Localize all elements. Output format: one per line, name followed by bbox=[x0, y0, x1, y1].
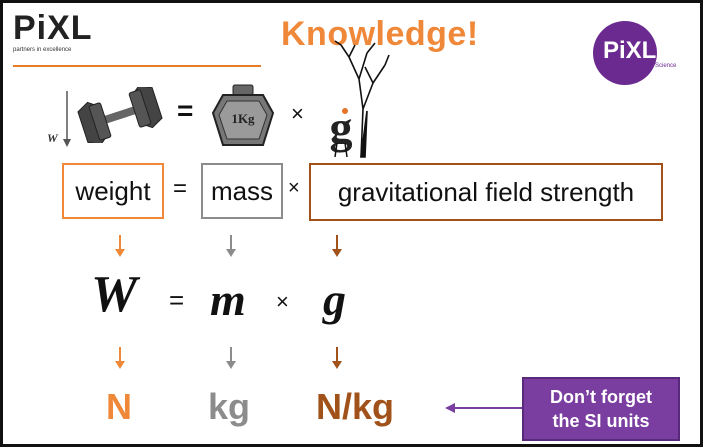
down-arrow-icon bbox=[226, 347, 236, 369]
word-times: × bbox=[288, 177, 300, 199]
callout-line-2: the SI units bbox=[552, 411, 650, 431]
picture-equals: = bbox=[177, 95, 194, 126]
symbol-mass: m bbox=[210, 274, 246, 325]
dumbbell-icon bbox=[77, 87, 163, 143]
gfs-word-box: gravitational field strength bbox=[309, 163, 663, 221]
down-arrow-icon bbox=[115, 235, 125, 257]
word-equals: = bbox=[173, 175, 188, 202]
down-arrow-icon bbox=[115, 347, 125, 369]
page-title: Knowledge! bbox=[281, 15, 479, 53]
unit-newton-per-kg: N/kg bbox=[316, 386, 395, 427]
left-arrow-icon bbox=[445, 403, 523, 413]
g-character-letter: g bbox=[330, 102, 353, 153]
kg-weight-label: 1Kg bbox=[231, 111, 255, 126]
symbol-times: × bbox=[276, 289, 289, 314]
science-logo-sub: Science bbox=[655, 63, 677, 69]
down-arrow-icon bbox=[332, 235, 342, 257]
down-arrow-icon bbox=[63, 91, 71, 147]
pixl-logo-tagline: partners in excellence bbox=[13, 47, 72, 53]
science-logo-text: PiXL bbox=[603, 37, 657, 64]
symbol-equals: = bbox=[169, 285, 185, 315]
weight-word-box: weight bbox=[62, 163, 164, 219]
pixl-logo: PiXL partners in excellence bbox=[13, 9, 261, 67]
header-underline bbox=[13, 65, 261, 67]
pixl-logo-text: PiXL bbox=[13, 9, 93, 47]
unit-kilogram: kg bbox=[208, 386, 251, 427]
symbol-gfs: g bbox=[323, 274, 346, 325]
gfs-word: gravitational field strength bbox=[337, 176, 635, 207]
si-units-callout: Don’t forget the SI units bbox=[522, 377, 680, 441]
weight-word: weight bbox=[75, 175, 151, 206]
picture-times: × bbox=[291, 101, 304, 126]
unit-newton: N bbox=[106, 386, 132, 427]
callout-line-1: Don’t forget bbox=[550, 387, 652, 407]
kg-weight-icon: 1Kg bbox=[211, 84, 275, 146]
mass-word: mass bbox=[210, 175, 274, 206]
weight-symbol: W bbox=[47, 131, 58, 145]
tree-g-character-icon: g bbox=[330, 40, 390, 158]
down-arrow-icon bbox=[226, 235, 236, 257]
symbol-weight: W bbox=[91, 266, 138, 323]
science-logo: PiXL Science bbox=[593, 21, 676, 85]
down-arrow-icon bbox=[332, 347, 342, 369]
mass-word-box: mass bbox=[201, 163, 283, 219]
